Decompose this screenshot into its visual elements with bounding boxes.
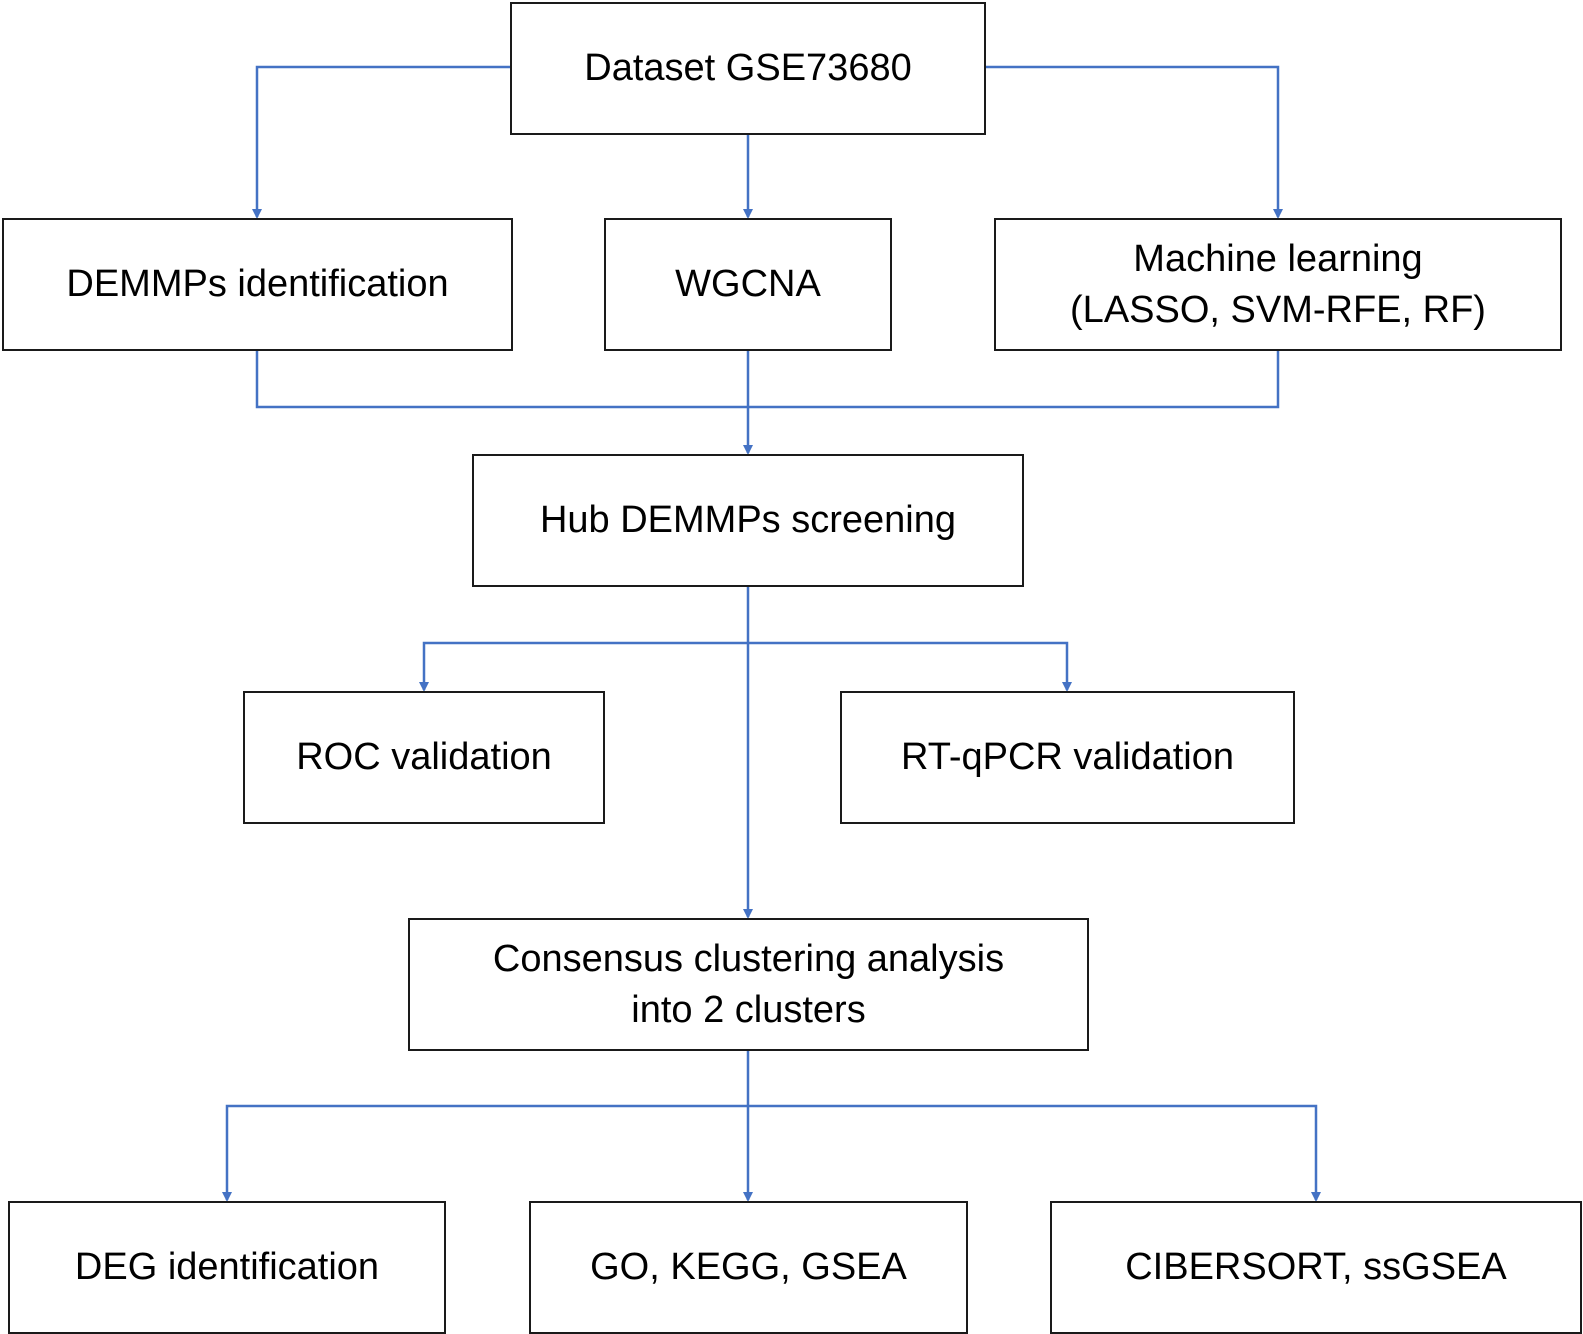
connector-consensus-clustering-to-deg-identification: [222, 1104, 748, 1202]
connector-dataset-to-machine-learning: [986, 65, 1283, 219]
node-deg-identification-line-1: DEG identification: [74, 1246, 380, 1288]
node-demmps-identification: DEMMPs identification: [2, 218, 513, 351]
node-consensus-clustering: Consensus clustering analysis into 2 clu…: [408, 918, 1089, 1051]
connector-machine-learning-to-hub-screening: [748, 351, 1280, 409]
node-machine-learning-line-1: Machine learning: [1133, 237, 1423, 280]
node-machine-learning-line-2: (LASSO, SVM-RFE, RF): [1070, 288, 1486, 331]
node-hub-screening-line-1: Hub DEMMPs screening: [539, 499, 957, 541]
node-wgcna-line-1: WGCNA: [675, 263, 821, 305]
node-dataset: Dataset GSE73680: [510, 2, 986, 135]
connector-hub-screening-to-rtqpcr-validation: [748, 641, 1072, 692]
node-hub-screening: Hub DEMMPs screening: [472, 454, 1024, 587]
connector-dataset-to-demmps-identification: [252, 65, 510, 219]
node-rtqpcr-validation: RT-qPCR validation: [840, 691, 1295, 824]
connector-demmps-identification-to-hub-screening: [255, 351, 748, 409]
node-demmps-identification-line-1: DEMMPs identification: [66, 263, 449, 305]
connector-hub-screening-to-roc-validation: [419, 641, 748, 692]
connector-consensus-clustering-to-cibersort-ssgsea: [748, 1104, 1321, 1202]
node-roc-validation: ROC validation: [243, 691, 605, 824]
node-consensus-clustering-line-2: into 2 clusters: [631, 988, 866, 1031]
node-cibersort-ssgsea: CIBERSORT, ssGSEA: [1050, 1201, 1582, 1334]
node-dataset-line-1: Dataset GSE73680: [584, 47, 912, 89]
node-deg-identification: DEG identification: [8, 1201, 446, 1334]
node-consensus-clustering-line-1: Consensus clustering analysis: [492, 937, 1005, 980]
node-go-kegg-gsea-line-1: GO, KEGG, GSEA: [590, 1246, 907, 1288]
node-go-kegg-gsea: GO, KEGG, GSEA: [529, 1201, 968, 1334]
node-cibersort-ssgsea-line-1: CIBERSORT, ssGSEA: [1125, 1246, 1507, 1288]
node-machine-learning: Machine learning (LASSO, SVM-RFE, RF): [994, 218, 1562, 351]
node-rtqpcr-validation-line-1: RT-qPCR validation: [900, 736, 1234, 778]
node-roc-validation-line-1: ROC validation: [296, 736, 552, 778]
node-wgcna: WGCNA: [604, 218, 892, 351]
